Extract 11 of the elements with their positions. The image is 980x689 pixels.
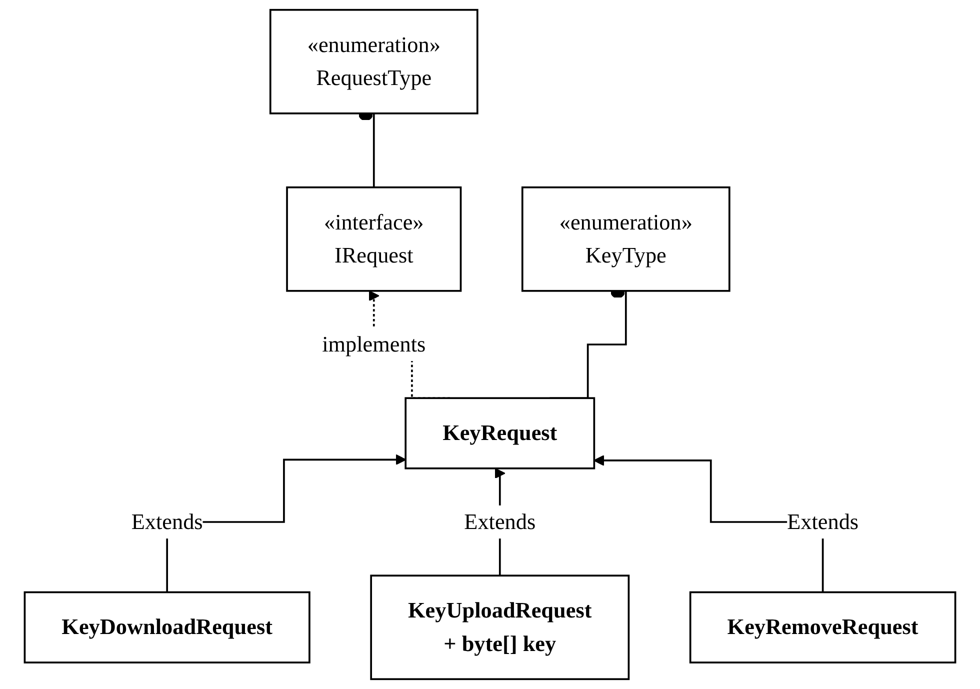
node-box: «enumeration» KeyType <box>521 186 730 292</box>
node-box: «enumeration» RequestType <box>269 8 478 114</box>
node-box: KeyDownloadRequest <box>24 591 310 664</box>
edge-label: Extends <box>131 509 203 534</box>
edge-label: Extends <box>787 509 859 534</box>
edge-label: implements <box>322 332 426 356</box>
node-box: KeyRemoveRequest <box>689 591 956 664</box>
edge-label: Extends <box>464 509 536 534</box>
node-box: KeyRequest <box>404 397 596 470</box>
node-box: KeyUploadRequest + byte[] key <box>370 574 630 680</box>
node-box: «interface» IRequest <box>286 186 462 292</box>
